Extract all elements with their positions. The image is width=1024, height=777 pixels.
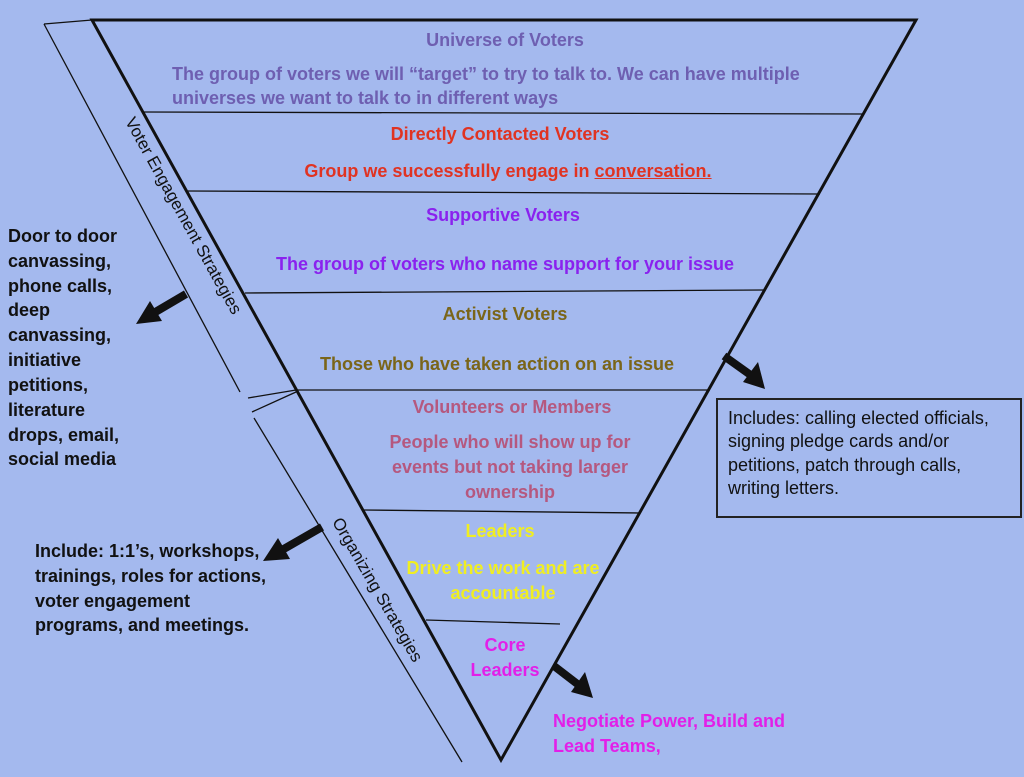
contacted-desc-lead: Group we successfully engage in	[304, 161, 595, 181]
universe-title: Universe of Voters	[426, 30, 584, 50]
divider-2	[187, 190, 821, 195]
divider-6	[425, 619, 561, 625]
arrow-left-icon	[136, 290, 189, 324]
divider-1	[142, 111, 865, 115]
leaders-title: Leaders	[465, 521, 535, 541]
organizing-bracket-line	[253, 417, 463, 763]
contacted-desc: Group we successfully engage in conversa…	[0, 161, 1016, 183]
voter-bracket-top	[43, 19, 93, 25]
arrow-right-icon	[551, 662, 593, 698]
divider-3	[244, 289, 765, 294]
divider-5	[363, 509, 641, 514]
volunteers-title: Volunteers or Members	[412, 397, 612, 417]
contacted-title: Directly Contacted Voters	[390, 124, 610, 144]
conversation-word: conversation.	[594, 161, 712, 181]
volunteers-desc: People who will show up for events but n…	[389, 432, 631, 502]
core-leaders-note: Negotiate Power, Build and Lead Teams,	[553, 711, 786, 756]
universe-desc: The group of voters we will “target” to …	[172, 64, 800, 109]
leaders-desc: Drive the work and are accountable	[406, 558, 600, 603]
activist-includes-box: Includes: calling elected officials, sig…	[716, 398, 1022, 518]
supportive-title: Supportive Voters	[426, 205, 580, 225]
activist-desc: Those who have taken action on an issue	[319, 354, 675, 374]
voter-tactics-note: Door to door canvassing, phone calls, de…	[8, 226, 120, 470]
arrow-right-icon	[721, 352, 765, 389]
voter-bracket-bottom	[247, 389, 297, 399]
organizing-bracket-top	[251, 391, 297, 413]
organizing-tactics-note: Include: 1:1’s, workshops, trainings, ro…	[35, 541, 267, 636]
arrow-left-icon	[263, 523, 324, 561]
core-leaders-title: Core Leaders	[470, 635, 540, 680]
supportive-desc: The group of voters who name support for…	[275, 254, 735, 274]
voter-bracket-line	[43, 23, 241, 393]
activist-title: Activist Voters	[442, 304, 568, 324]
